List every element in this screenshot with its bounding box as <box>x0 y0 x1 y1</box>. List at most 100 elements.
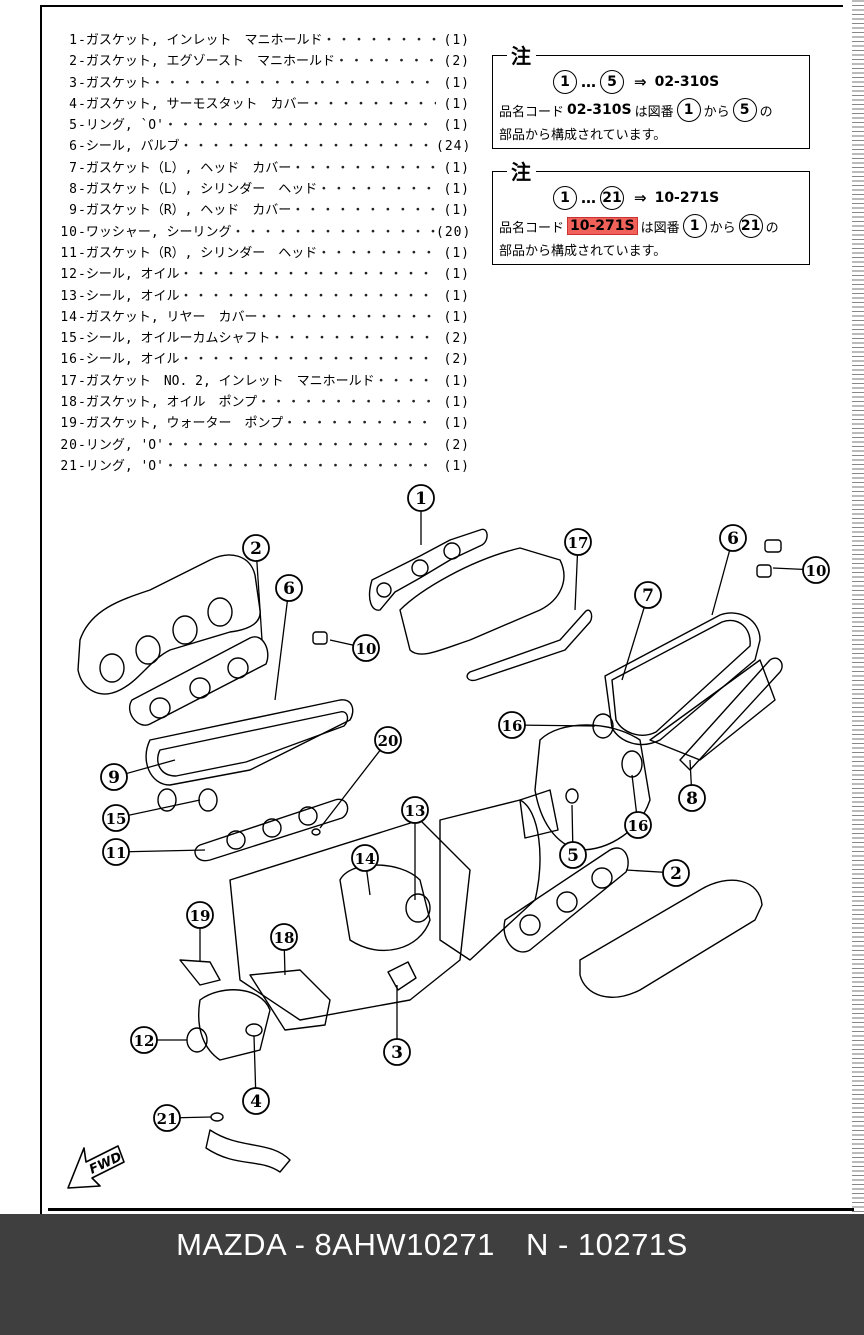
part-quantity: (1) <box>443 75 470 91</box>
part-quantity: (2) <box>443 352 470 368</box>
exhaust-gasket-left <box>129 636 269 726</box>
callout-circle <box>498 711 526 739</box>
part-quantity: (1) <box>443 182 470 198</box>
part-quantity: (2) <box>443 437 470 453</box>
part-name: -ワッシャー, シーリング <box>78 224 232 240</box>
callout-circle <box>242 534 270 562</box>
callout-number: 8 <box>686 789 698 809</box>
footer-brand: MAZDA <box>176 1227 286 1262</box>
note-range: 1 … 21 ⇒ 10-271S <box>553 186 719 210</box>
leader-dots: ・・・・・・・・・・・・・・・・・・・・・・・・・ <box>179 352 436 368</box>
callout-circle <box>351 844 379 872</box>
leader-dots: ・・・・・・・・・・・・・・・・・・・・・・・・・ <box>231 224 436 240</box>
cylinder-head-right <box>649 659 776 761</box>
parts-list-row: 12-シール, オイル・・・・・・・・・・・・・・・・・・・・・・・・・(1) <box>50 264 470 285</box>
leader-dots: ・・・・・・・・・・・・・・・・・・・・・・・・・ <box>317 245 436 261</box>
part-quantity: (2) <box>443 54 470 70</box>
fwd-label: FWD <box>87 1150 124 1178</box>
footer-n-label: N <box>525 1227 549 1262</box>
leader-line <box>255 547 263 641</box>
gasket-bore <box>262 818 282 838</box>
leader-dots: ・・・・・・・・・・・・・・・・・・・・・・・・・ <box>179 288 436 304</box>
rear-oil-seal <box>405 893 431 923</box>
parts-list-row: 6-シール, バルブ・・・・・・・・・・・・・・・・・・・・・・・・・(24) <box>50 136 470 157</box>
note-mid: は図番 <box>640 220 680 236</box>
part-quantity: (2) <box>443 331 470 347</box>
circled-number: 21 <box>600 186 624 210</box>
part-quantity: (1) <box>443 373 470 389</box>
note-box-02-310s: 注 1 … 5 ⇒ 02-310S 品名コード 02-310S は図番 1 から… <box>492 40 810 149</box>
note-prefix: 品名コード <box>499 104 565 120</box>
leader-dots: ・・・・・・・・・・・・・・・・・・・・・・・・・ <box>150 75 436 91</box>
parts-list-row: 2-ガスケット, エグゾースト マニホールド・・・・・・・・・・・・・・・・・・… <box>50 51 470 72</box>
part-name: -ガスケット（R）, ヘッド カバー <box>78 203 292 219</box>
manifold-port <box>99 653 125 683</box>
part-number: 4 <box>69 96 78 112</box>
circled-number: 5 <box>600 70 624 94</box>
callout-circle <box>383 1038 411 1066</box>
parts-list-row: 15-シール, オイルーカムシャフト・・・・・・・・・・・・・・・・・・・・・・… <box>50 328 470 349</box>
callout-number: 5 <box>567 846 579 866</box>
part-name: -ガスケット, サーモスタット カバー <box>78 96 310 112</box>
footer-separator: - <box>294 1227 306 1262</box>
callout-number: 16 <box>628 817 649 835</box>
head-cover-gasket <box>611 619 751 736</box>
part-name: -ガスケット, ウォーター ポンプ <box>78 416 284 432</box>
leader-dots: ・・・・・・・・・・・・・・・・・・・・・・・・・ <box>163 118 436 134</box>
parts-list-row: 1-ガスケット, インレット マニホールド・・・・・・・・・・・・・・・・・・・… <box>50 30 470 51</box>
parts-list-row: 4-ガスケット, サーモスタット カバー・・・・・・・・・・・・・・・・・・・・… <box>50 94 470 115</box>
part-name: -ガスケット <box>78 75 151 91</box>
callout-circle <box>624 811 652 839</box>
head-cover-right <box>145 699 354 786</box>
callout-number: 6 <box>727 529 739 549</box>
leader-dots: ・・・・・・・・・・・・・・・・・・・・・・・・・ <box>163 458 436 474</box>
kit-code-highlighted: 10-271S <box>567 217 638 235</box>
leader-dots: ・・・・・・・・・・・・・・・・・・・・・・・・・ <box>179 267 436 283</box>
callout-circle <box>719 524 747 552</box>
timing-cover <box>439 799 541 961</box>
callout-circle <box>564 528 592 556</box>
callout-circle <box>352 634 380 662</box>
leader-dots: ・・・・・・・・・・・・・・・・・・・・・・・・・ <box>257 309 436 325</box>
circled-number: 1 <box>676 98 701 122</box>
note-no: の <box>759 104 773 120</box>
callout-number: 11 <box>106 844 127 862</box>
part-quantity: (1) <box>443 288 470 304</box>
manifold-port <box>135 635 161 665</box>
callout-number: 9 <box>108 768 120 788</box>
part-quantity: (20) <box>436 224 472 240</box>
sealing-washer <box>312 631 328 645</box>
callout-number: 12 <box>134 1032 155 1050</box>
gasket-hole <box>189 677 211 699</box>
o-ring-20 <box>311 828 321 836</box>
part-quantity: (1) <box>443 118 470 134</box>
part-quantity: (1) <box>443 309 470 325</box>
footer-part-number: 8AHW10271 <box>314 1227 495 1262</box>
callout-circle <box>130 1026 158 1054</box>
circled-number: 1 <box>553 70 577 94</box>
parts-list-row: 3-ガスケット・・・・・・・・・・・・・・・・・・・・・・・・・(1) <box>50 73 470 94</box>
callout-number: 15 <box>106 810 127 828</box>
callout-circle <box>374 726 402 754</box>
exhaust-manifold-left <box>77 554 261 695</box>
gasket-bore <box>298 806 318 826</box>
part-name: -シール, バルブ <box>78 139 180 155</box>
gasket-bore <box>226 830 246 850</box>
parts-list-row: 7-ガスケット（L）, ヘッド カバー・・・・・・・・・・・・・・・・・・・・・… <box>50 158 470 179</box>
callout-number: 10 <box>806 562 827 580</box>
manifold-port <box>207 597 233 627</box>
leader-line <box>319 739 389 829</box>
callout-number: 14 <box>355 850 376 868</box>
callout-number: 2 <box>670 864 682 884</box>
callout-number: 17 <box>568 534 589 552</box>
callout-circle <box>186 901 214 929</box>
water-pipe <box>205 1129 291 1173</box>
part-quantity: (1) <box>443 203 470 219</box>
callout-circle <box>662 859 690 887</box>
part-name: -シール, オイル <box>78 267 180 283</box>
cylinder-head-gasket-right <box>194 798 349 862</box>
callout-number: 7 <box>642 586 654 606</box>
gasket-hole <box>411 559 429 577</box>
part-name: -シール, オイル <box>78 352 180 368</box>
